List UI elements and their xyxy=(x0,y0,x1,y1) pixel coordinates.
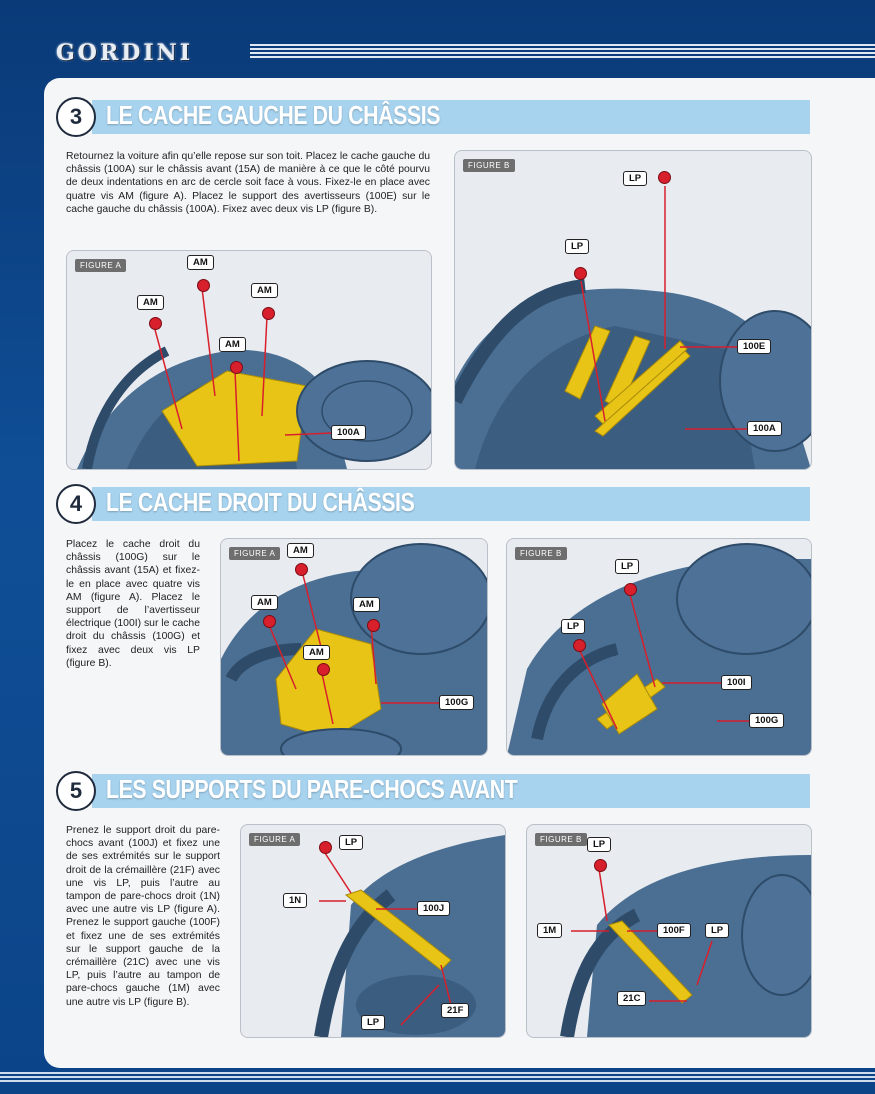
label-lp-1: LP xyxy=(339,835,364,850)
label-21c: 21C xyxy=(617,991,647,1006)
figure-tag: FIGURE B xyxy=(463,159,515,172)
label-am-3: AM xyxy=(251,283,278,298)
figure-4b-drawing xyxy=(507,543,811,755)
section-5-band xyxy=(92,774,810,808)
screw-icon xyxy=(594,859,607,872)
section-3-text: Retournez la voiture afin qu’elle repose… xyxy=(66,151,430,215)
label-am-1: AM xyxy=(251,595,278,610)
label-am-1: AM xyxy=(137,295,164,310)
label-100j: 100J xyxy=(417,901,451,916)
section-5-title: LES SUPPORTS DU PARE-CHOCS AVANT xyxy=(106,774,518,804)
label-100f: 100F xyxy=(657,923,691,938)
figure-3b-drawing xyxy=(455,186,811,469)
section-5-number: 5 xyxy=(56,771,96,811)
screw-icon xyxy=(262,307,275,320)
screw-icon xyxy=(230,361,243,374)
screw-icon xyxy=(367,619,380,632)
figure-4b: FIGURE B LP LP 100I 100G xyxy=(506,538,812,756)
label-21f: 21F xyxy=(441,1003,470,1018)
figure-tag: FIGURE A xyxy=(249,833,301,846)
screw-icon xyxy=(319,841,332,854)
label-lp-1: LP xyxy=(587,837,612,852)
label-100a: 100A xyxy=(747,421,782,436)
figure-tag: FIGURE B xyxy=(535,833,587,846)
figure-5a: FIGURE A LP 1N 100J LP 21F xyxy=(240,824,506,1038)
section-3-band xyxy=(92,100,810,134)
header-stripes xyxy=(250,44,875,58)
figure-tag: FIGURE A xyxy=(75,259,127,272)
screw-icon xyxy=(149,317,162,330)
figure-5b: FIGURE B LP 100F LP 1M 21C xyxy=(526,824,812,1038)
label-lp-1: LP xyxy=(615,559,640,574)
section-4-number: 4 xyxy=(56,484,96,524)
label-100e: 100E xyxy=(737,339,772,354)
figure-5a-drawing xyxy=(314,835,505,1037)
section-5-text: Prenez le support droit du pare-chocs av… xyxy=(66,825,220,1008)
section-3-title: LE CACHE GAUCHE DU CHÂSSIS xyxy=(106,100,441,130)
figure-3b: FIGURE B LP LP 100E 100A xyxy=(454,150,812,470)
brand-logo: GORDINI xyxy=(56,40,194,66)
label-am-3: AM xyxy=(353,597,380,612)
figure-3a-drawing xyxy=(77,287,431,469)
screw-icon xyxy=(295,563,308,576)
footer-stripes xyxy=(0,1072,875,1082)
section-4-band xyxy=(92,487,810,521)
header-bar: GORDINI xyxy=(0,0,875,80)
label-100g: 100G xyxy=(439,695,475,710)
label-100i: 100I xyxy=(721,675,752,690)
section-4-text: Placez le cache droit du châssis (100G) … xyxy=(66,539,200,669)
label-am-4: AM xyxy=(219,337,246,352)
screw-icon xyxy=(624,583,637,596)
screw-icon xyxy=(574,267,587,280)
label-100a: 100A xyxy=(331,425,366,440)
label-lp-2: LP xyxy=(361,1015,386,1030)
screw-icon xyxy=(658,171,671,184)
label-1n: 1N xyxy=(283,893,308,908)
figure-4a-drawing xyxy=(221,543,487,755)
label-am-2: AM xyxy=(187,255,214,270)
section-3-number: 3 xyxy=(56,97,96,137)
screw-icon xyxy=(317,663,330,676)
screw-icon xyxy=(263,615,276,628)
label-lp-1: LP xyxy=(623,171,648,186)
label-am-2: AM xyxy=(287,543,314,558)
figure-3a: FIGURE A AM AM AM AM 100A xyxy=(66,250,432,470)
screw-icon xyxy=(197,279,210,292)
screw-icon xyxy=(573,639,586,652)
label-am-4: AM xyxy=(303,645,330,660)
figure-4a: FIGURE A AM AM AM AM 100G xyxy=(220,538,488,756)
figure-tag: FIGURE A xyxy=(229,547,281,560)
label-lp-2: LP xyxy=(705,923,730,938)
label-lp-2: LP xyxy=(565,239,590,254)
label-100g: 100G xyxy=(749,713,785,728)
label-1m: 1M xyxy=(537,923,563,938)
label-lp-2: LP xyxy=(561,619,586,634)
section-4-title: LE CACHE DROIT DU CHÂSSIS xyxy=(106,487,415,517)
figure-tag: FIGURE B xyxy=(515,547,567,560)
